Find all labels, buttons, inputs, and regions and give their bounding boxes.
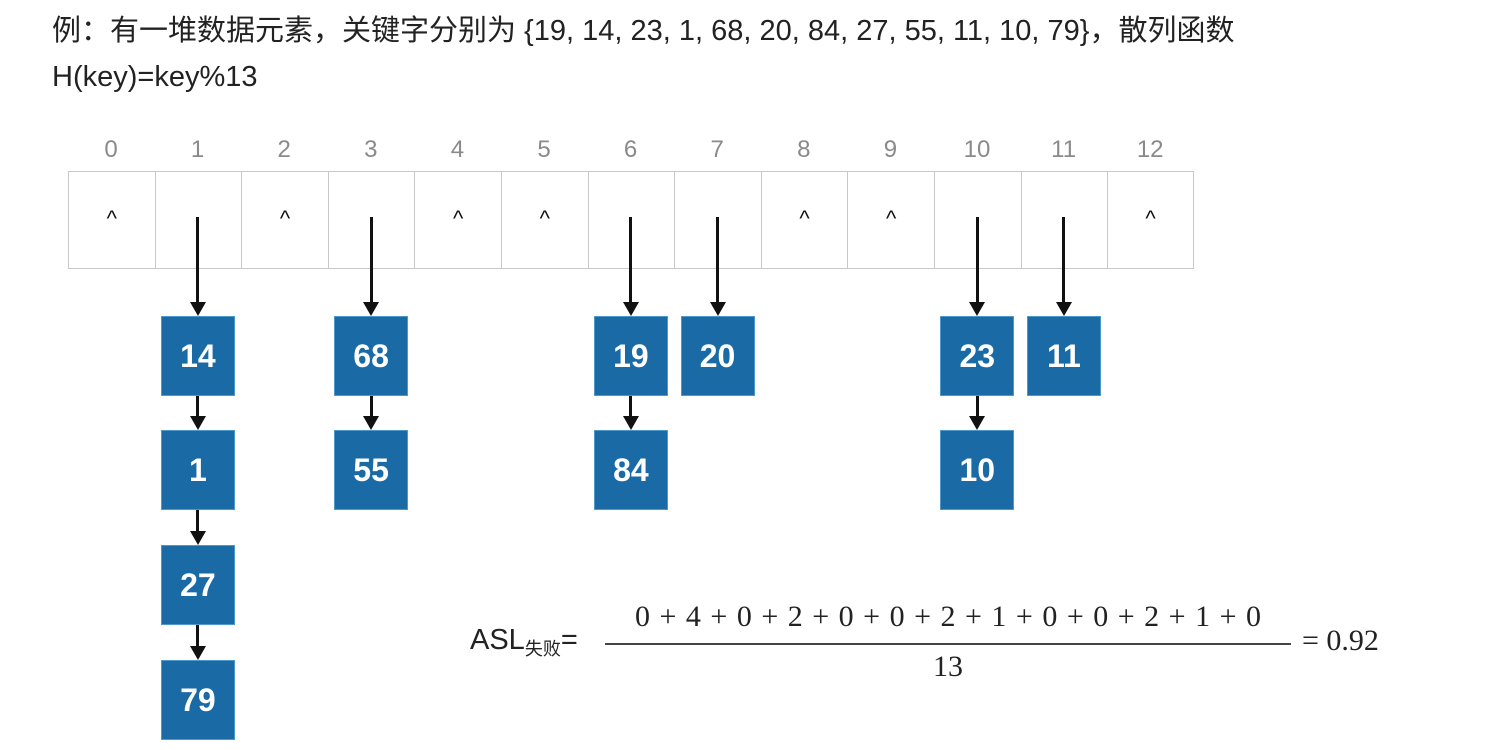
slot-index-label: 7 [710, 136, 724, 163]
arrow-head-icon [969, 302, 986, 316]
null-pointer-symbol: ^ [279, 206, 291, 231]
asl-label: ASL失败= [470, 624, 578, 659]
pointer-arrow-line [369, 217, 373, 304]
pointer-arrow-line [196, 217, 200, 304]
chain-node: 79 [160, 660, 235, 740]
arrow-head-icon [969, 416, 986, 430]
arrow-head-icon [622, 416, 639, 430]
slot-index-label: 12 [1136, 136, 1164, 163]
pointer-arrow-line [975, 396, 979, 418]
formula-numerator: 0 + 4 + 0 + 2 + 0 + 0 + 2 + 1 + 0 + 0 + … [634, 600, 1262, 633]
asl-subscript: 失败 [524, 639, 561, 659]
arrow-head-icon [189, 302, 206, 316]
slot-index-label: 8 [797, 136, 811, 163]
chain-node: 27 [160, 545, 235, 625]
slot-index-label: 11 [1051, 136, 1077, 163]
slot-index-label: 6 [623, 136, 638, 163]
pointer-arrow-line [716, 217, 719, 304]
slot-index-label: 0 [104, 136, 118, 163]
chain-node: 84 [593, 430, 668, 510]
hash-slot-9: ^ [847, 171, 934, 269]
arrow-head-icon [709, 302, 726, 316]
null-pointer-symbol: ^ [886, 206, 897, 231]
chain-node: 55 [334, 430, 409, 510]
problem-line-1: 例：有一堆数据元素，关键字分别为 {19, 14, 23, 1, 68, 20,… [52, 15, 1235, 47]
arrow-head-icon [189, 416, 206, 430]
pointer-arrow-line [1062, 217, 1066, 304]
slot-index-label: 5 [537, 136, 551, 163]
formula-denominator: 13 [933, 650, 963, 683]
arrow-head-icon [363, 302, 380, 316]
null-pointer-symbol: ^ [106, 206, 117, 231]
pointer-arrow-line [369, 396, 373, 418]
slot-index-label: 3 [364, 136, 378, 163]
pointer-arrow-line [629, 217, 633, 304]
null-pointer-symbol: ^ [799, 206, 810, 231]
chain-node: 68 [334, 316, 409, 396]
pointer-arrow-line [975, 217, 979, 304]
hash-slot-8: ^ [760, 171, 848, 269]
null-pointer-symbol: ^ [539, 206, 550, 231]
chain-node: 10 [940, 430, 1015, 510]
chain-node: 23 [940, 316, 1015, 396]
pointer-arrow-line [196, 510, 200, 533]
slot-index-label: 1 [190, 136, 205, 163]
arrow-head-icon [189, 646, 206, 660]
slot-index-label: 2 [277, 136, 291, 163]
slot-index-label: 4 [450, 136, 465, 163]
arrow-head-icon [363, 416, 380, 430]
slot-index-label: 10 [963, 136, 991, 163]
hash-slot-12: ^ [1107, 171, 1194, 269]
chain-node: 20 [680, 316, 755, 396]
problem-statement: 例：有一堆数据元素，关键字分别为 {19, 14, 23, 1, 68, 20,… [52, 8, 1235, 100]
hash-slot-5: ^ [501, 171, 588, 269]
chain-node: 14 [160, 316, 235, 396]
chain-node: 11 [1026, 316, 1101, 396]
pointer-arrow-line [196, 396, 200, 418]
arrow-head-icon [622, 302, 639, 316]
null-pointer-symbol: ^ [1145, 206, 1156, 231]
problem-line-2: H(key)=key%13 [52, 61, 258, 93]
pointer-arrow-line [629, 396, 633, 418]
chain-node: 19 [593, 316, 668, 396]
arrow-head-icon [189, 531, 206, 545]
null-pointer-symbol: ^ [453, 206, 464, 231]
arrow-head-icon [1055, 302, 1072, 316]
formula-result: = 0.92 [1302, 624, 1379, 657]
chain-node: 1 [160, 430, 235, 510]
hash-slot-0: ^ [68, 171, 155, 269]
hash-slot-2: ^ [241, 171, 328, 269]
fraction-bar [605, 643, 1291, 645]
pointer-arrow-line [196, 625, 200, 648]
slot-index-label: 9 [883, 136, 898, 163]
hash-slot-4: ^ [414, 171, 501, 269]
